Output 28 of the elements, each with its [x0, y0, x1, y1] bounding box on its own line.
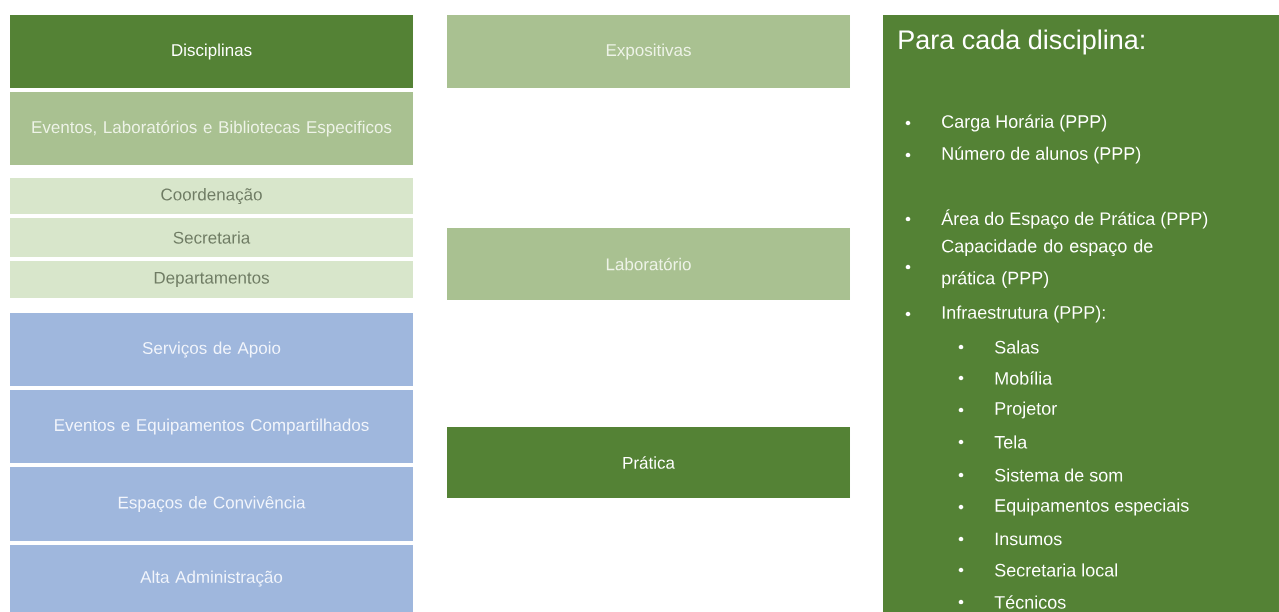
- list-item: Equipamentos especiais: [995, 498, 1189, 516]
- category-box: Departamentos: [10, 261, 413, 298]
- type-box: Laboratório: [447, 228, 850, 300]
- header-box: Disciplinas: [10, 15, 413, 88]
- list-item: Salas: [995, 340, 1039, 354]
- list-item: Secretaria local: [995, 563, 1117, 577]
- type-box: Expositivas: [447, 15, 850, 88]
- list-item: Carga Horária (PPP): [942, 114, 1107, 132]
- list-item: Projetor: [995, 401, 1057, 419]
- category-box: Eventos e Equipamentos Compartilhados: [10, 390, 413, 463]
- type-box: Prática: [447, 427, 850, 498]
- category-box: Alta Administração: [10, 545, 413, 612]
- category-box: Serviços de Apoio: [10, 313, 413, 386]
- list-item: Sistema de som: [995, 468, 1123, 482]
- list-item: Área do Espaço de Prática (PPP): [941, 209, 1208, 229]
- list-item: Capacidade do espaço de prática (PPP): [942, 239, 1153, 288]
- list-item: Insumos: [995, 532, 1062, 546]
- category-box: Eventos, Laboratórios e Bibliotecas Especificos: [10, 92, 413, 165]
- category-box: Secretaria: [10, 218, 413, 257]
- list-item: Mobília: [995, 371, 1053, 385]
- panel-heading: Para cada disciplina:: [899, 29, 1144, 55]
- list-item: Infraestrutura (PPP):: [942, 305, 1105, 323]
- list-item: Técnicos: [994, 595, 1066, 609]
- category-box: Coordenação: [10, 178, 413, 214]
- category-box: Espaços de Convivência: [10, 467, 413, 541]
- info-panel: [883, 15, 1279, 612]
- list-item: Tela: [994, 435, 1028, 449]
- list-item: Número de alunos (PPP): [942, 146, 1141, 164]
